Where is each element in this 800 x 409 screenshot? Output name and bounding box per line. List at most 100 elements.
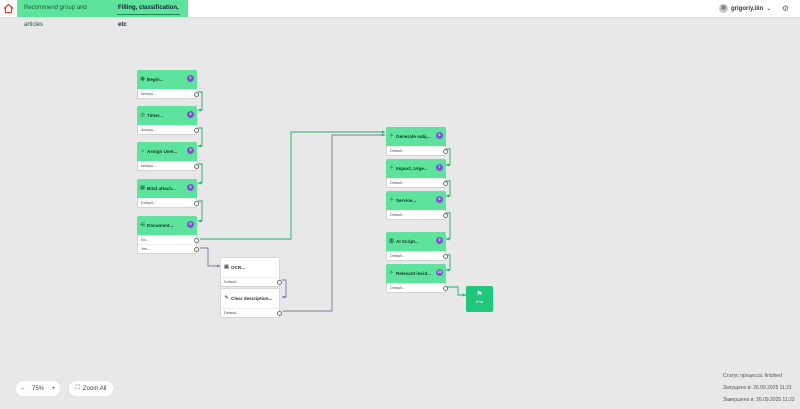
output-port[interactable] [194, 164, 199, 169]
node-bind-attach[interactable]: ▤Bind attach... 4 Default... [137, 179, 199, 208]
node-relevant-incidents[interactable]: ✧Relevant incid...10 Default... [386, 264, 448, 293]
attachment-icon: ▤ [140, 185, 145, 191]
node-output[interactable]: Default... [387, 178, 448, 187]
output-port[interactable] [194, 128, 199, 133]
node-ocr[interactable]: ▣OCR... Default... [220, 257, 282, 287]
output-label: Default... [141, 201, 157, 205]
node-output[interactable]: Default... [138, 198, 199, 207]
node-output[interactable]: Always... [138, 161, 199, 170]
edge-relevant-end [446, 286, 466, 296]
output-label: Default... [390, 181, 406, 185]
edge-document-ocr [200, 247, 220, 267]
status-finished: Завершено в: 26.09.2025 11:22 [723, 397, 795, 403]
node-badge: 10 [436, 269, 443, 276]
output-label: Default... [390, 254, 406, 258]
zoom-out-button[interactable]: − [21, 385, 25, 392]
node-title: Service... [396, 198, 417, 203]
output-port[interactable] [443, 254, 448, 259]
node-badge: 9 [436, 237, 443, 244]
output-label: No... [141, 238, 150, 242]
node-begin[interactable]: ◉Begin... 1 Always... [137, 70, 199, 99]
node-title: Begin... [147, 77, 164, 82]
node-end[interactable]: ⚑ End [466, 286, 493, 312]
output-label: Always... [141, 164, 157, 168]
output-port[interactable] [194, 238, 199, 243]
sparkle-icon: ✧ [389, 133, 394, 139]
output-port[interactable] [277, 280, 282, 285]
node-generate-subject[interactable]: ✧Generate subj...6 Default... [386, 127, 448, 156]
node-ai-script[interactable]: ▥AI Script...9 Default... [386, 232, 448, 261]
node-assign-user[interactable]: ☺Assign User... 3 Always... [137, 142, 199, 171]
node-output[interactable]: Default... [387, 251, 448, 260]
output-label: Default... [224, 311, 240, 315]
node-timer[interactable]: ◷Timer...2 Always... [137, 106, 199, 135]
node-badge: 4 [187, 184, 194, 191]
node-title: Impact, Urge... [396, 166, 428, 171]
node-output[interactable]: Default... [221, 308, 282, 317]
node-output[interactable]: Always... [138, 125, 199, 134]
play-icon: ◉ [140, 76, 145, 82]
tab-label: Filling, classification, etc [118, 5, 179, 28]
node-badge: 8 [436, 196, 443, 203]
node-output[interactable]: Default... [387, 210, 448, 219]
node-output-yes[interactable]: Yes... [138, 244, 199, 253]
tab-filling-classification[interactable]: Filling, classification, etc [111, 0, 188, 28]
output-label: Default... [390, 149, 406, 153]
node-output-no[interactable]: No... [138, 235, 199, 244]
home-icon[interactable] [3, 3, 14, 14]
zoom-controls: − 75% + [16, 381, 60, 396]
output-port[interactable] [277, 311, 282, 316]
zoom-level: 75% [31, 385, 44, 392]
node-badge: 3 [187, 147, 194, 154]
user-menu[interactable]: grigoriy.ilin ⌄ [719, 3, 771, 14]
output-port[interactable] [443, 149, 448, 154]
node-output[interactable]: Default... [221, 277, 282, 286]
status-process: Статус процесса: finished [723, 373, 782, 379]
active-tab-underline [117, 14, 180, 15]
zoom-all-label: Zoom All [82, 385, 107, 392]
node-output[interactable]: Default... [387, 146, 448, 155]
output-label: Default... [224, 280, 240, 284]
avatar [719, 4, 728, 13]
zoom-in-button[interactable]: + [51, 385, 55, 392]
edge-clear-generate [283, 134, 385, 312]
tab-recommend-group[interactable]: Recommend group and articles [17, 0, 111, 28]
magic-icon: ✎ [224, 295, 229, 301]
node-badge: 7 [436, 164, 443, 171]
gear-icon[interactable]: ⚙ [781, 4, 790, 13]
sparkle-icon: ✧ [389, 270, 394, 276]
node-title: Clear description... [231, 296, 273, 301]
zoom-all-button[interactable]: ⛶ Zoom All [69, 381, 113, 396]
output-port[interactable] [443, 286, 448, 291]
output-label: Yes... [141, 247, 151, 251]
sparkle-icon: ✧ [389, 197, 394, 203]
edge-document-generate [200, 131, 385, 240]
node-title: Generate subj... [396, 134, 431, 139]
scan-icon: ▣ [224, 264, 229, 270]
output-port[interactable] [194, 92, 199, 97]
edge-ocr-clear [282, 279, 287, 298]
node-title: Bind attach... [147, 186, 176, 191]
node-badge: 1 [187, 75, 194, 82]
user-name: grigoriy.ilin [731, 5, 764, 12]
output-label: Always... [141, 92, 157, 96]
node-title: End [475, 299, 484, 304]
node-service[interactable]: ✧Service... 8 Default... [386, 191, 448, 220]
node-clear-description[interactable]: ✎Clear description... Default... [220, 288, 282, 318]
status-started: Запущено в: 26.09.2025 11:21 [723, 385, 792, 391]
user-icon: ☺ [140, 148, 146, 154]
node-document[interactable]: ⋲Document...5 No... Yes... [137, 216, 199, 254]
output-port[interactable] [443, 181, 448, 186]
node-badge: 2 [187, 111, 194, 118]
tab-label: Recommend group and articles [24, 5, 87, 28]
output-port[interactable] [443, 213, 448, 218]
output-port[interactable] [194, 201, 199, 206]
output-label: Always... [141, 128, 157, 132]
branch-icon: ⋲ [140, 222, 145, 228]
node-title: Assign User... [147, 149, 178, 154]
output-port[interactable] [194, 247, 199, 252]
node-output[interactable]: Always... [138, 89, 199, 98]
node-impact-urgency[interactable]: ✧Impact, Urge...7 Default... [386, 159, 448, 188]
node-output[interactable]: Default... [387, 283, 448, 292]
